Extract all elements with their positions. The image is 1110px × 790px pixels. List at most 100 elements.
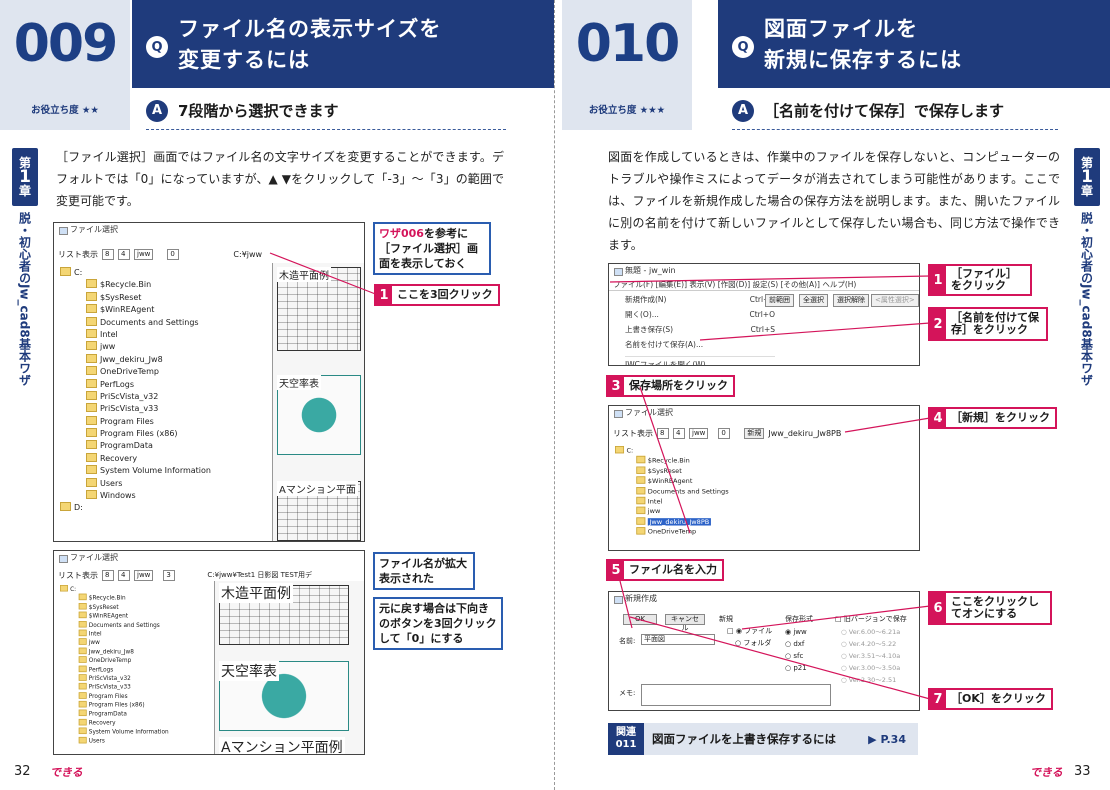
folder-item[interactable]: C: — [60, 267, 211, 279]
cols-input[interactable]: 8 — [102, 248, 114, 260]
folder-item[interactable]: $SysReset — [615, 466, 729, 476]
folder-item[interactable]: OneDriveTemp — [615, 527, 729, 537]
format-option[interactable]: ○ sfc — [785, 652, 804, 660]
folder-item[interactable]: $SysReset — [60, 603, 169, 612]
drawing-thumbnail[interactable] — [219, 661, 349, 731]
font-size-input[interactable]: 0 — [167, 248, 180, 260]
ext-select[interactable]: jww — [689, 427, 709, 439]
folder-item[interactable]: Documents and Settings — [60, 621, 169, 630]
new-button[interactable]: 新規 — [744, 427, 765, 439]
menu-item[interactable]: 上書き保存(S)Ctrl+S — [625, 322, 775, 337]
folder-item[interactable]: Jww_dekiru_Jw8 — [60, 354, 211, 366]
folder-item[interactable]: PriScVista_v33 — [60, 403, 211, 415]
folder-item[interactable]: Program Files — [60, 416, 211, 428]
format-option[interactable]: ○ p21 — [785, 664, 807, 672]
old-version-option[interactable]: □ 旧バージョンで保存 — [835, 615, 907, 623]
menu-item[interactable]: JWCファイルを開く(W) — [625, 356, 775, 365]
folder-item[interactable]: jww — [60, 341, 211, 353]
version-option[interactable]: ○ Ver.3.00～3.50a — [841, 664, 901, 672]
list-view-checkbox[interactable]: リスト表示 — [613, 428, 653, 438]
folder-item[interactable]: PriScVista_v33 — [60, 683, 169, 692]
toolbar-button[interactable]: 選択解除 — [833, 294, 869, 307]
menu-item[interactable]: 名前を付けて保存(A)... — [625, 337, 775, 352]
cols-input[interactable]: 8 — [657, 427, 669, 439]
folder-item[interactable]: Jww_dekiru_Jw8PB — [615, 517, 729, 527]
folder-item[interactable]: Program Files — [60, 692, 169, 701]
folder-item[interactable]: OneDriveTemp — [60, 366, 211, 378]
folder-option[interactable]: ○ フォルダ — [735, 639, 772, 647]
folder-item[interactable]: Documents and Settings — [60, 317, 211, 329]
menu-bar[interactable]: ファイル(F) [編集(E)] 表示(V) [作図(D)] 設定(S) [その他… — [609, 278, 919, 291]
toolbar-button[interactable]: 全選択 — [799, 294, 828, 307]
folder-item[interactable]: Program Files (x86) — [60, 428, 211, 440]
menu-item[interactable]: 新規作成(N)Ctrl+N — [625, 292, 775, 307]
folder-item[interactable]: $WinREAgent — [615, 476, 729, 486]
related-link[interactable]: 関連 011 図面ファイルを上書き保存するには ▶ P.34 — [608, 723, 918, 755]
folder-item[interactable]: Windows — [60, 490, 211, 502]
step-number: 4 — [930, 409, 946, 427]
folder-item[interactable]: $Recycle.Bin — [615, 456, 729, 466]
folder-item[interactable]: $Recycle.Bin — [60, 279, 211, 291]
folder-item[interactable]: Recovery — [60, 453, 211, 465]
folder-item[interactable]: jww — [60, 639, 169, 648]
cols-input[interactable]: 8 — [102, 569, 114, 581]
folder-item[interactable]: ProgramData — [60, 710, 169, 719]
folder-item[interactable]: Users — [60, 478, 211, 490]
folder-item[interactable]: PriScVista_v32 — [60, 674, 169, 683]
font-size-input[interactable]: 3 — [163, 569, 176, 581]
folder-item[interactable]: Recovery — [60, 719, 169, 728]
folder-item[interactable]: D: — [60, 502, 211, 514]
cancel-button[interactable]: キャンセル — [665, 614, 705, 632]
folder-name: Documents and Settings — [88, 621, 160, 628]
version-option[interactable]: ○ Ver.2.30～2.51 — [841, 676, 897, 684]
folder-item[interactable]: Intel — [60, 630, 169, 639]
format-option[interactable]: ◉ jww — [785, 628, 807, 636]
chapter-number: 1 — [1081, 167, 1093, 187]
file-option[interactable]: □ ◉ ファイル — [727, 627, 773, 635]
folder-name: jww — [88, 639, 100, 646]
ext-select[interactable]: jww — [134, 569, 154, 581]
body-text: 図面を作成しているときは、作業中のファイルを保存しないと、コンピューターのトラブ… — [608, 150, 1060, 252]
rows-input[interactable]: 4 — [118, 569, 130, 581]
ext-select[interactable]: jww — [134, 248, 154, 260]
version-option[interactable]: ○ Ver.6.00～6.21a — [841, 628, 901, 636]
folder-item[interactable]: Intel — [60, 329, 211, 341]
folder-item[interactable]: System Volume Information — [60, 728, 169, 737]
ok-button[interactable]: OK — [623, 614, 657, 625]
folder-item[interactable]: $SysReset — [60, 292, 211, 304]
folder-item[interactable]: System Volume Information — [60, 465, 211, 477]
folder-item[interactable]: $WinREAgent — [60, 612, 169, 621]
folder-item[interactable]: OneDriveTemp — [60, 656, 169, 665]
folder-item[interactable]: PriScVista_v32 — [60, 391, 211, 403]
folder-item[interactable]: $WinREAgent — [60, 304, 211, 316]
format-option[interactable]: ○ dxf — [785, 640, 805, 648]
list-view-checkbox[interactable]: リスト表示 — [58, 249, 98, 259]
control-row: リスト表示 8 4 jww 3 C:¥jww¥Test1 日影図 TEST用デ — [58, 568, 312, 582]
list-view-checkbox[interactable]: リスト表示 — [58, 570, 98, 580]
folder-item[interactable]: Documents and Settings — [615, 487, 729, 497]
toolbar-button[interactable]: 前範囲 — [765, 294, 794, 307]
menu-item[interactable]: 開く(O)...Ctrl+O — [625, 307, 775, 322]
folder-item[interactable]: C: — [615, 446, 729, 456]
toolbar-button[interactable]: <属性選択> — [871, 294, 919, 307]
folder-item[interactable]: Users — [60, 737, 169, 746]
rows-input[interactable]: 4 — [118, 248, 130, 260]
folder-item[interactable]: Jww_dekiru_Jw8 — [60, 647, 169, 656]
folder-item[interactable]: Program Files (x86) — [60, 701, 169, 710]
folder-item[interactable]: jww — [615, 507, 729, 517]
folder-item[interactable]: Intel — [615, 497, 729, 507]
folder-name: Recovery — [100, 453, 138, 463]
folder-item[interactable]: ProgramData — [60, 440, 211, 452]
memo-input[interactable] — [641, 684, 831, 706]
version-option[interactable]: ○ Ver.4.20～5.22 — [841, 640, 897, 648]
folder-item[interactable]: PerfLogs — [60, 379, 211, 391]
rows-input[interactable]: 4 — [673, 427, 685, 439]
font-size-input[interactable]: 0 — [718, 427, 731, 439]
folder-item[interactable]: C: — [60, 585, 169, 594]
folder-item[interactable]: PerfLogs — [60, 665, 169, 674]
step-number: 5 — [608, 561, 624, 579]
folder-item[interactable]: $Recycle.Bin — [60, 594, 169, 603]
file-option-label: ファイル — [744, 627, 773, 635]
filename-input[interactable]: 平面図 — [641, 634, 715, 645]
version-option[interactable]: ○ Ver.3.51～4.10a — [841, 652, 901, 660]
